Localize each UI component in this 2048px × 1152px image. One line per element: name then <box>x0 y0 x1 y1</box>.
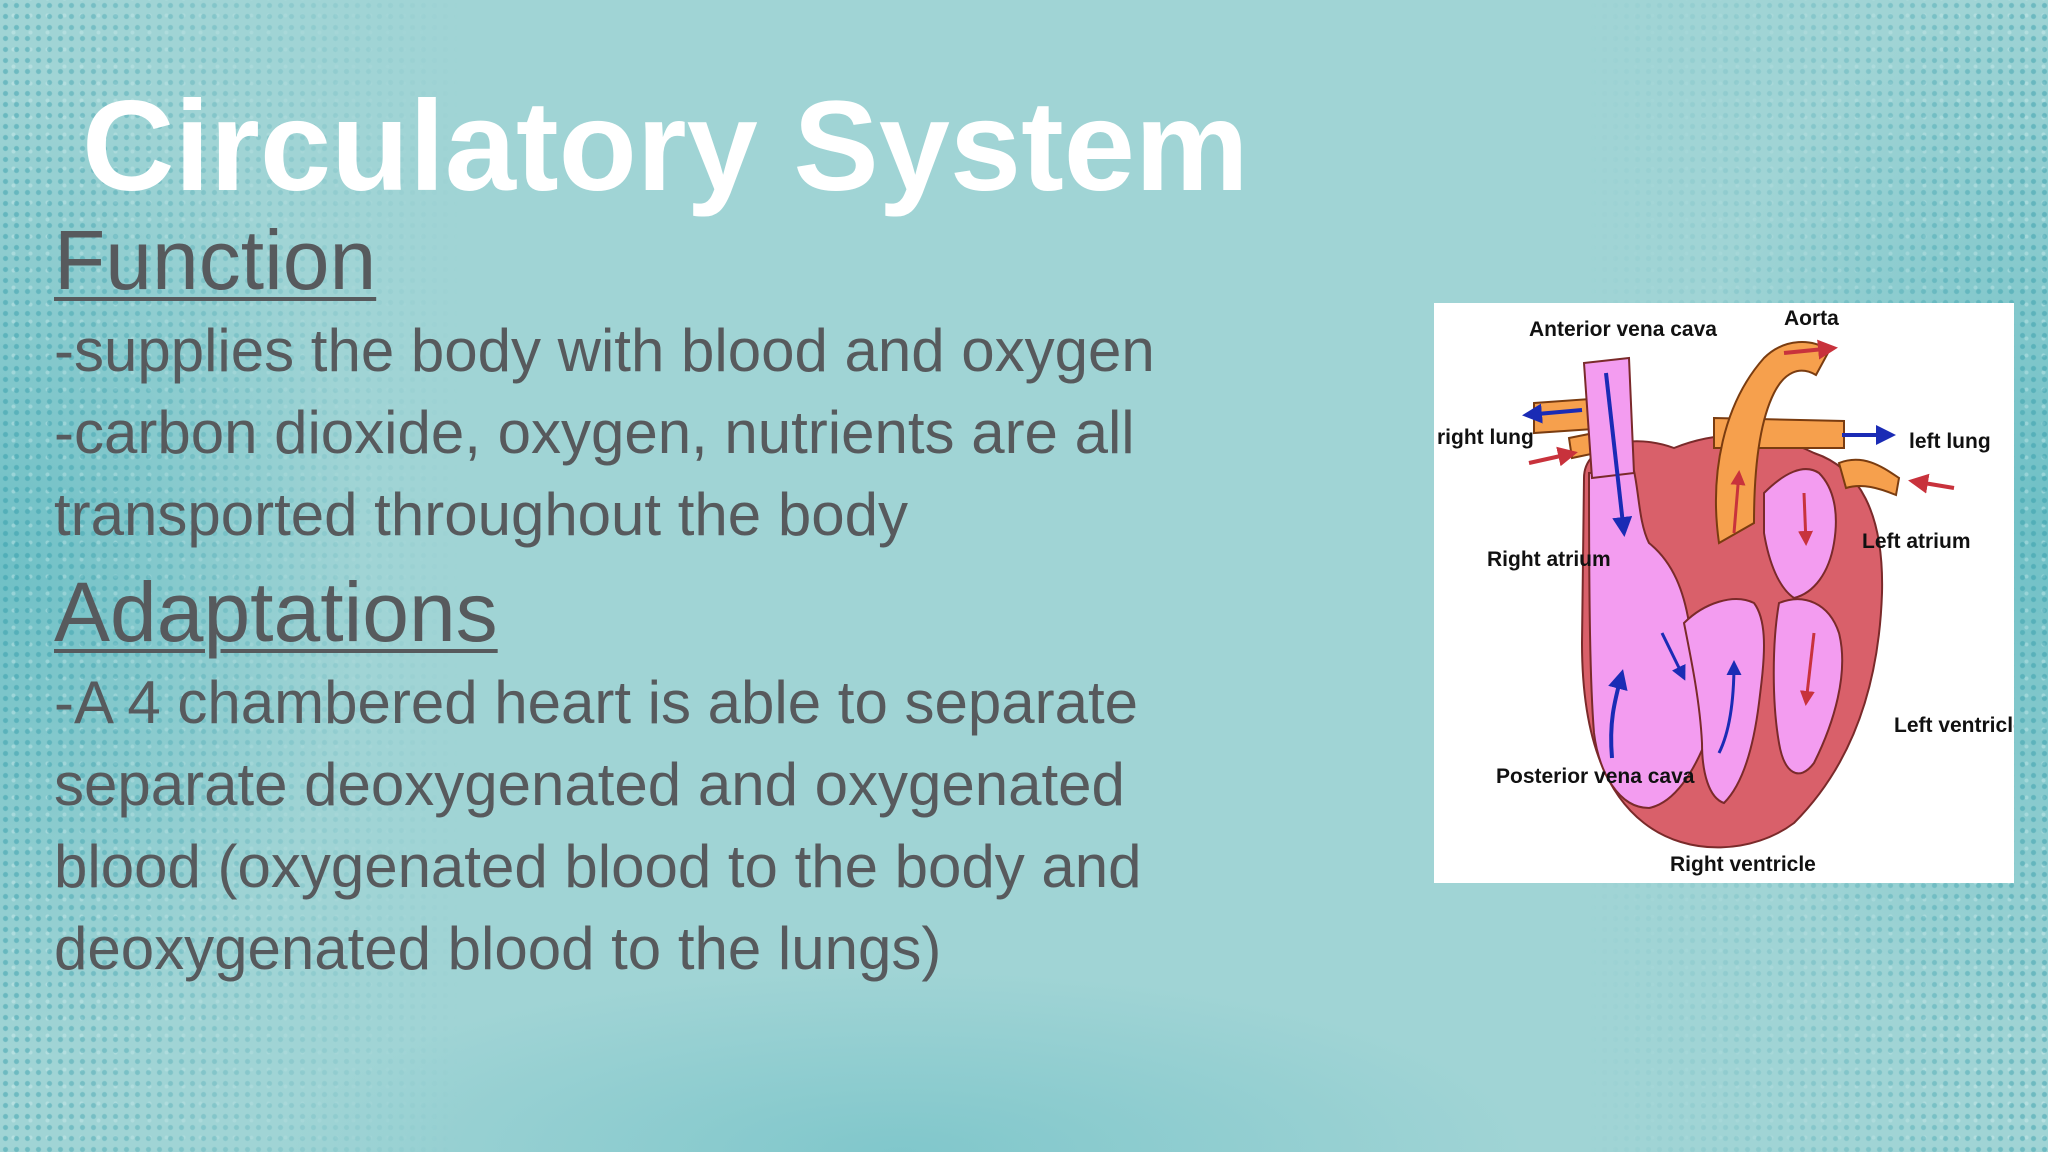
label-posterior-vena-cava: Posterior vena cava <box>1496 765 1695 788</box>
pulmonary-vein-right <box>1837 458 1901 497</box>
heart-diagram: Anterior vena cava Aorta right lung left… <box>1434 303 2014 883</box>
red-arrow-left-atrium <box>1798 492 1814 546</box>
adaptations-line-4: deoxygenated blood to the lungs) <box>54 915 942 982</box>
heart-illustration: Anterior vena cava Aorta right lung left… <box>1437 307 2014 876</box>
function-line-3: transported throughout the body <box>54 481 908 548</box>
label-left-atrium: Left atrium <box>1862 530 1971 553</box>
function-heading: Function <box>54 213 377 307</box>
label-aorta: Aorta <box>1784 307 1839 330</box>
adaptations-line-1: -A 4 chambered heart is able to separate <box>54 669 1138 736</box>
blue-arrow-right-lung <box>1522 403 1583 424</box>
label-anterior-vena-cava: Anterior vena cava <box>1529 318 1717 341</box>
right-atrium-chamber <box>1587 469 1711 810</box>
blue-arrow-posterior <box>1608 669 1628 759</box>
adaptations-line-2: separate deoxygenated and oxygenated <box>54 751 1125 818</box>
slide-body: Function -supplies the body with blood a… <box>54 210 1384 990</box>
label-left-ventricle: Left ventricle <box>1894 714 2014 737</box>
label-right-ventricle: Right ventricle <box>1670 853 1816 876</box>
red-arrow-up-aorta <box>1730 470 1746 534</box>
left-speckle-texture <box>0 0 460 1152</box>
function-line-1: -supplies the body with blood and oxygen <box>54 317 1155 384</box>
label-left-lung: left lung <box>1909 430 1991 453</box>
red-arrow-aorta <box>1783 339 1838 360</box>
blue-arrow-vena-cava <box>1604 372 1633 537</box>
adaptations-line-3: blood (oxygenated blood to the body and <box>54 833 1142 900</box>
blue-arrow-ventricle <box>1717 660 1742 754</box>
blue-arrow-ventricle-2 <box>1660 632 1686 681</box>
red-arrow-left-lung <box>1908 473 1955 494</box>
label-right-atrium: Right atrium <box>1487 548 1611 571</box>
adaptations-heading: Adaptations <box>54 565 498 659</box>
red-arrow-right-lung <box>1528 446 1578 467</box>
slide-title: Circulatory System <box>82 75 1249 218</box>
right-ventricle-chamber <box>1682 598 1765 805</box>
red-arrow-left-ventricle <box>1799 632 1816 706</box>
function-line-2: -carbon dioxide, oxygen, nutrients are a… <box>54 399 1135 466</box>
anterior-vena-cava-tube <box>1582 356 1636 480</box>
label-right-lung: right lung <box>1437 426 1534 449</box>
